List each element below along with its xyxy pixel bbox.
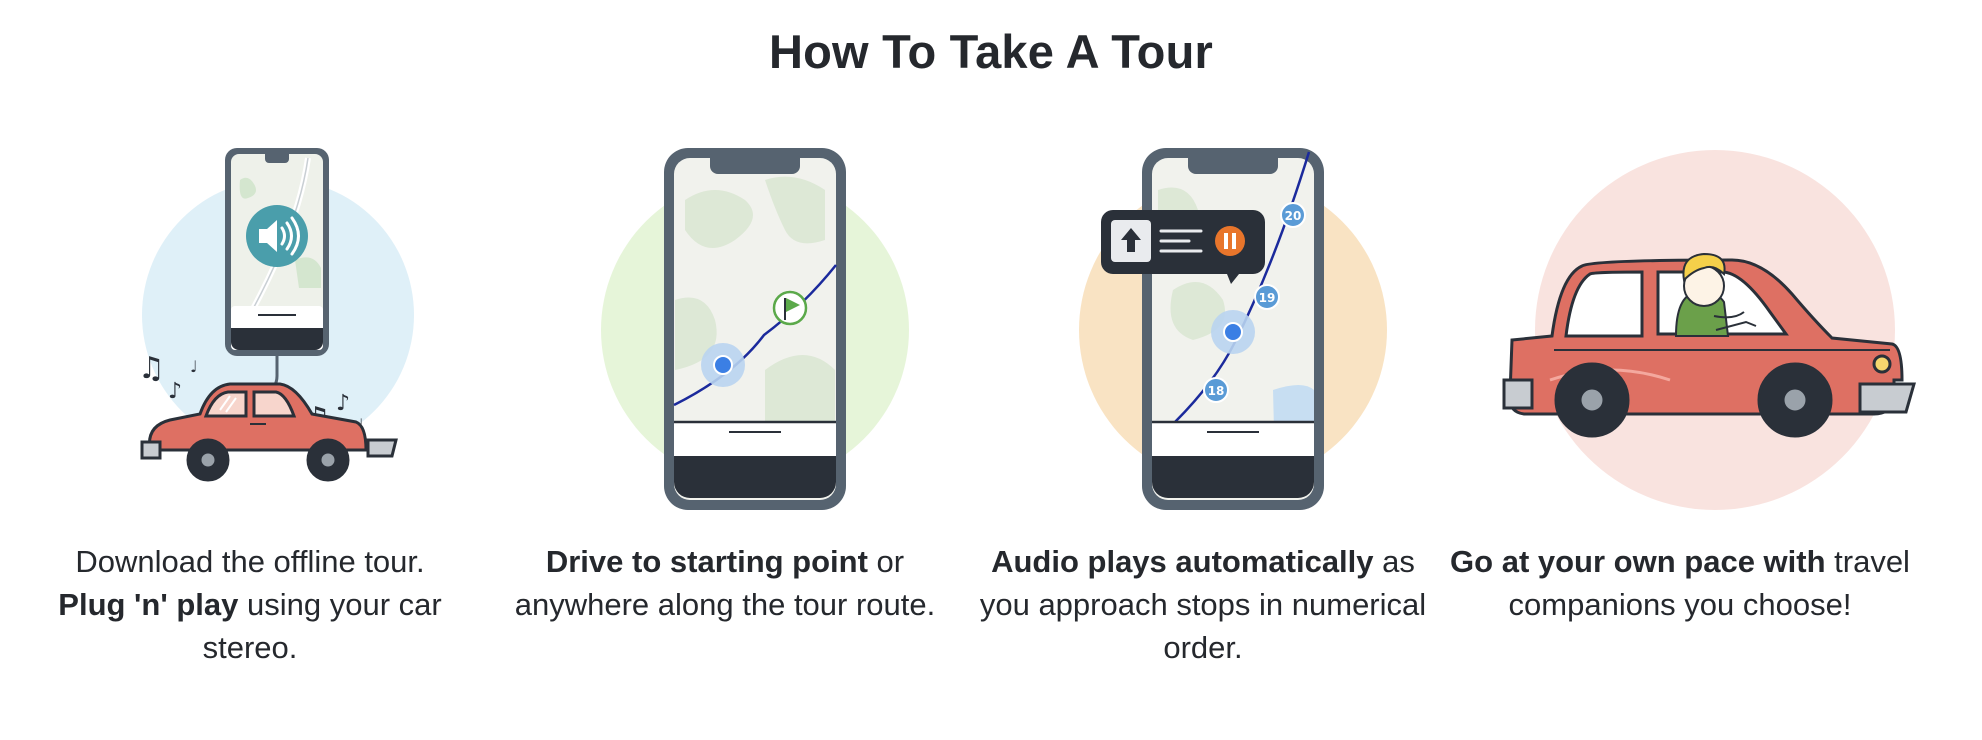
svg-text:♫: ♫ (138, 351, 165, 386)
caption-text: Download the offline tour. (75, 544, 425, 579)
caption-text: as you approach stops in numerical order… (979, 544, 1427, 665)
stop-badge-label: 19 (1259, 291, 1276, 305)
stop-badge: 20 (1280, 202, 1306, 228)
phone-illustration (225, 148, 329, 356)
svg-text:♪: ♪ (168, 379, 182, 404)
step-download: ♫ ♪ ♩ ♫ ♪ ♩ (50, 140, 510, 520)
stop-badge-label: 20 (1285, 209, 1302, 223)
caption-bold: Go at your own pace with (1450, 544, 1826, 579)
step-download-caption: Download the offline tour. Plug 'n' play… (20, 540, 480, 669)
location-dot-icon (701, 343, 745, 387)
step-pace-caption: Go at your own pace with travel companio… (1450, 540, 1910, 626)
phone-illustration (664, 148, 846, 510)
pace-illustration (1502, 150, 1916, 510)
driver-illustration (1674, 252, 1757, 337)
step-drive (525, 140, 985, 520)
caption-bold: Plug 'n' play (58, 587, 239, 622)
location-dot-icon (1211, 310, 1255, 354)
caption-bold: Audio plays automatically (991, 544, 1374, 579)
stop-badge-label: 18 (1208, 384, 1225, 398)
svg-text:♩: ♩ (190, 357, 198, 376)
audio-player-popup (1101, 210, 1265, 284)
download-illustration: ♫ ♪ ♩ ♫ ♪ ♩ (138, 148, 414, 482)
upload-arrow-icon (1111, 220, 1151, 262)
step-drive-caption: Drive to starting point or anywhere alon… (495, 540, 955, 626)
flag-icon (772, 290, 808, 326)
stop-badge: 19 (1254, 284, 1280, 310)
page-title: How To Take A Tour (769, 25, 1213, 78)
text-lines-icon (1159, 229, 1203, 253)
car-illustration (140, 382, 398, 482)
step-audio: 20 19 18 (1003, 140, 1463, 520)
caption-text: using your car stereo. (202, 587, 442, 665)
audio-illustration: 20 19 18 (1079, 148, 1387, 510)
drive-illustration (601, 148, 909, 510)
caption-text: travel companions you choose! (1508, 544, 1910, 622)
stop-badge: 18 (1203, 377, 1229, 403)
step-pace (1490, 140, 1950, 520)
caption-text: or anywhere along the tour route. (514, 544, 936, 622)
step-audio-caption: Audio plays automatically as you approac… (973, 540, 1433, 669)
speaker-icon (246, 205, 308, 267)
svg-text:♪: ♪ (336, 391, 350, 416)
pause-icon (1215, 226, 1245, 256)
caption-bold: Drive to starting point (545, 544, 868, 579)
